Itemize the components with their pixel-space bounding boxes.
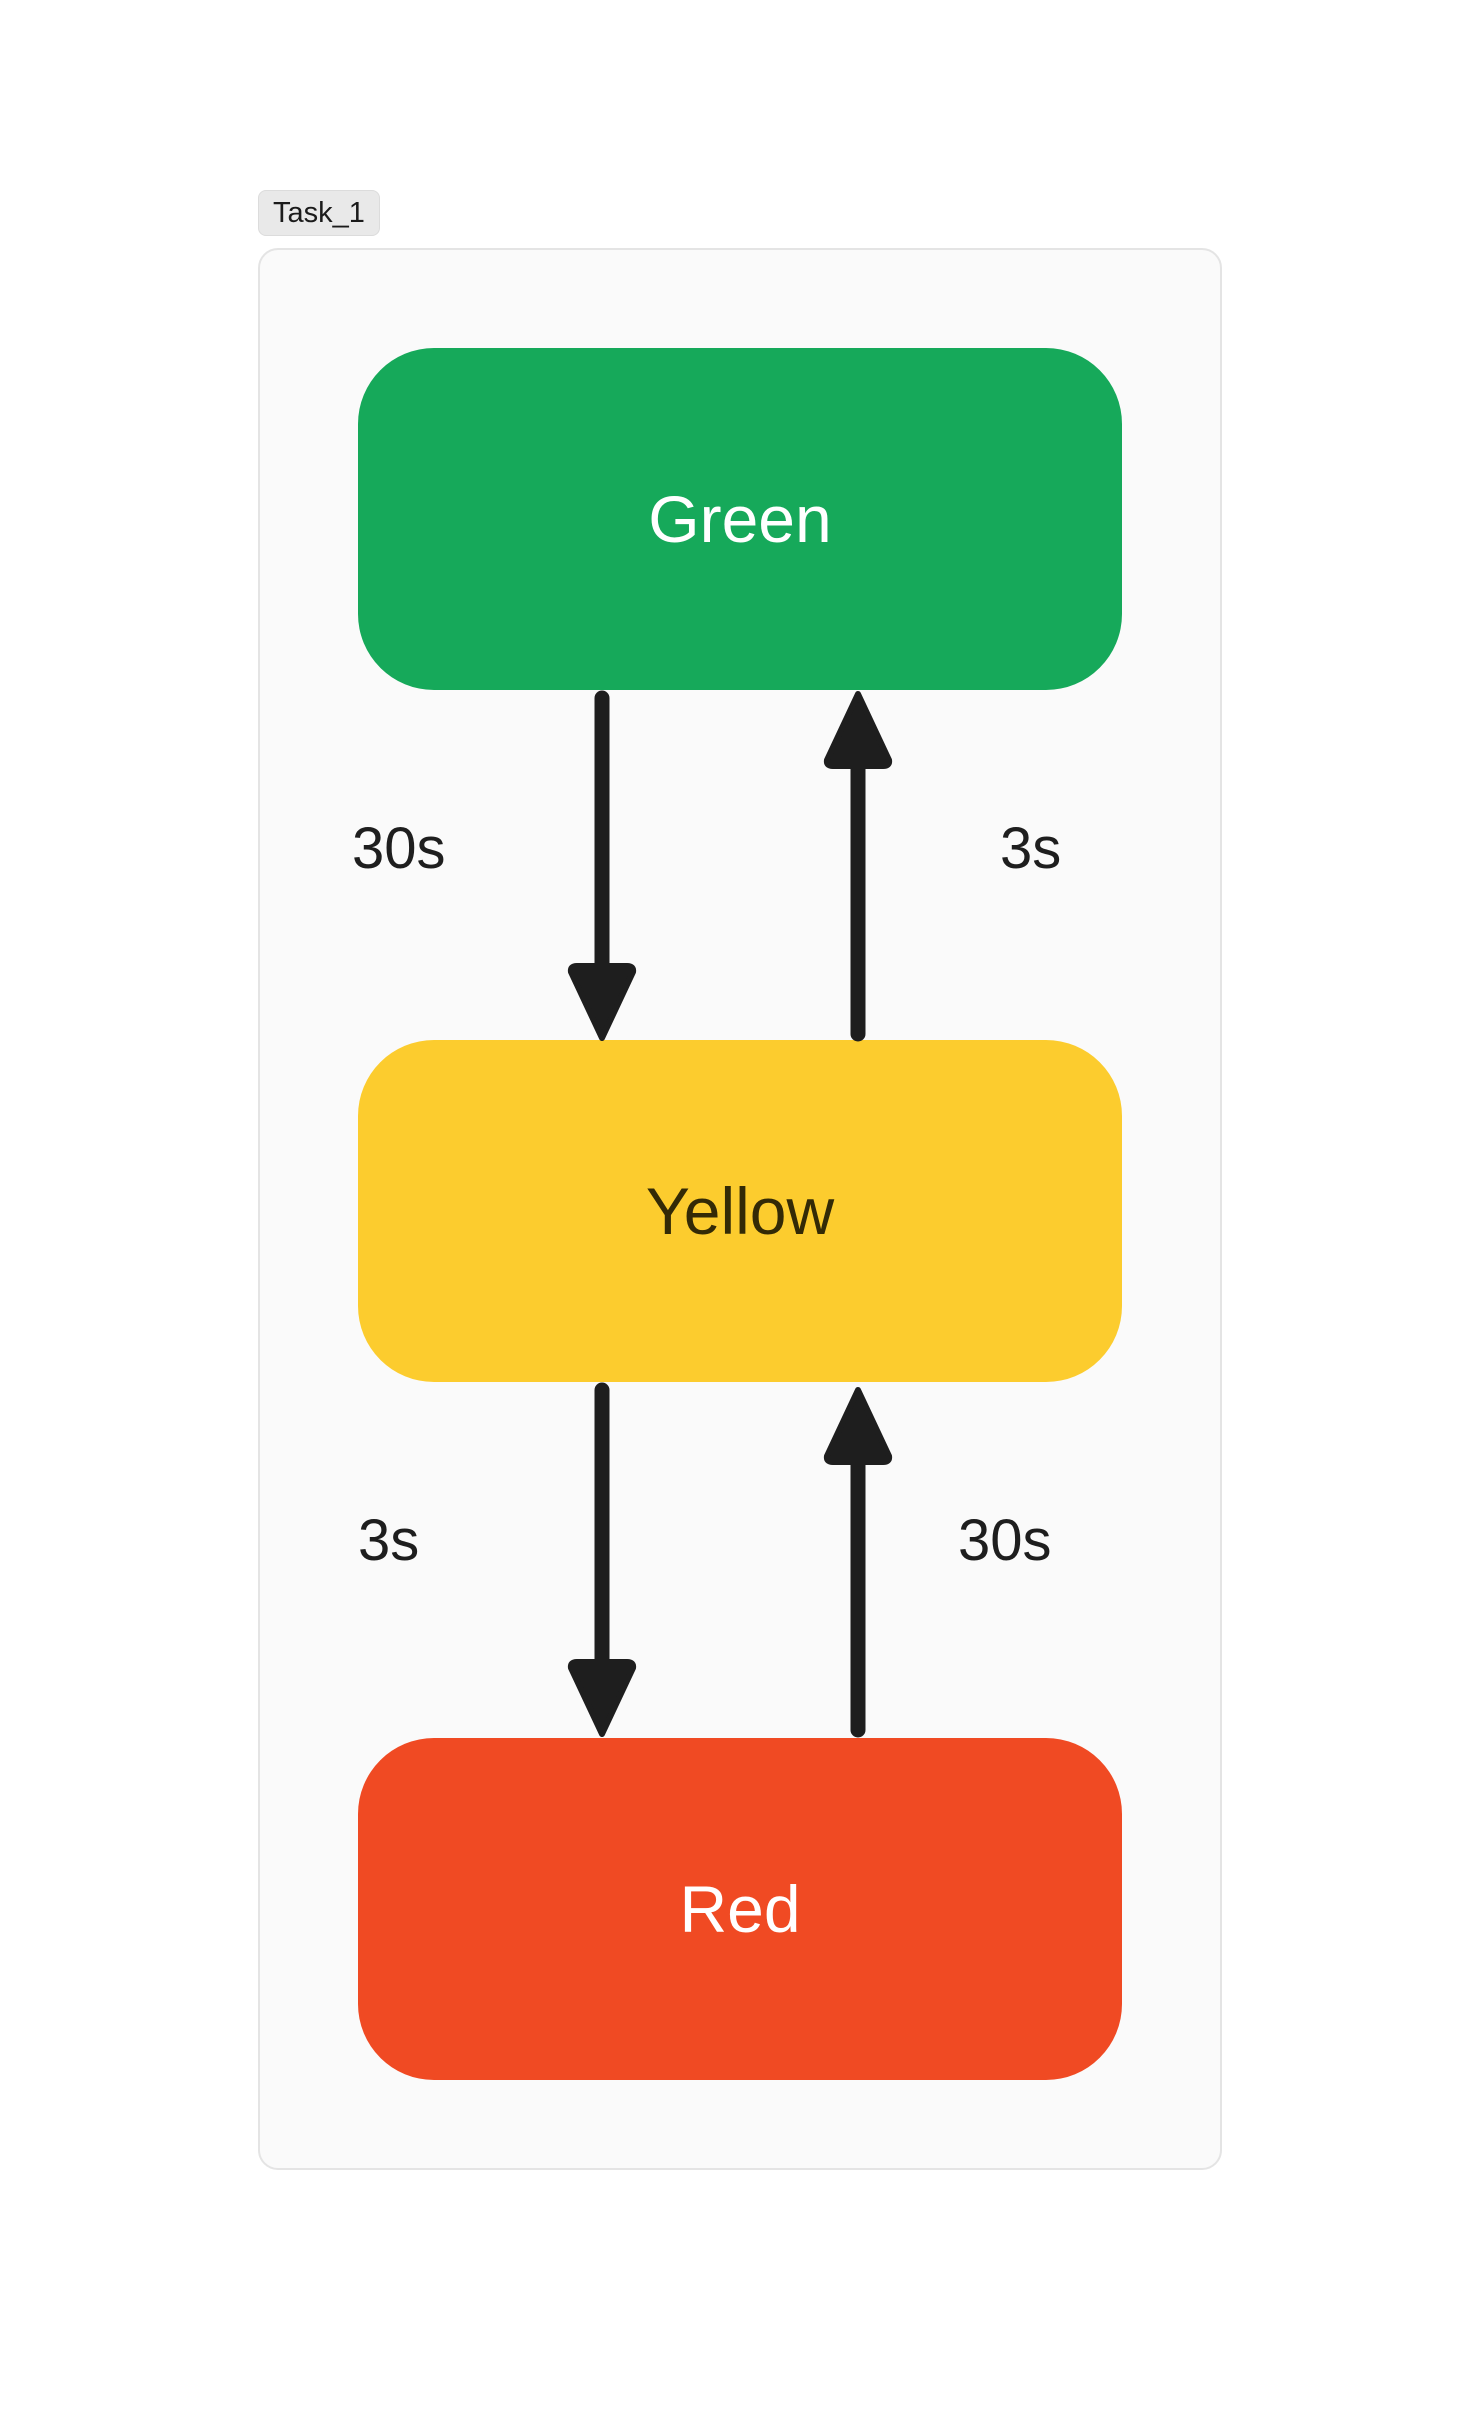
transition-arrow-red-to-yellow [823,1382,893,1738]
transition-arrow-yellow-to-green [823,690,893,1042]
state-label-green: Green [648,482,832,556]
state-node-yellow[interactable]: Yellow [358,1040,1122,1382]
edge-label-yellow-to-red: 3s [358,1508,420,1573]
state-node-red[interactable]: Red [358,1738,1122,2080]
edge-label-red-to-yellow: 30s [958,1508,1052,1573]
edge-label-green-to-yellow: 30s [352,816,446,881]
transition-arrow-green-to-yellow [567,690,637,1042]
edge-label-yellow-to-green: 3s [1000,816,1062,881]
state-label-yellow: Yellow [645,1174,835,1248]
state-label-red: Red [679,1872,801,1946]
transition-arrow-yellow-to-red [567,1382,637,1738]
subgraph-label-task-1: Task_1 [258,190,380,236]
state-node-green[interactable]: Green [358,348,1122,690]
